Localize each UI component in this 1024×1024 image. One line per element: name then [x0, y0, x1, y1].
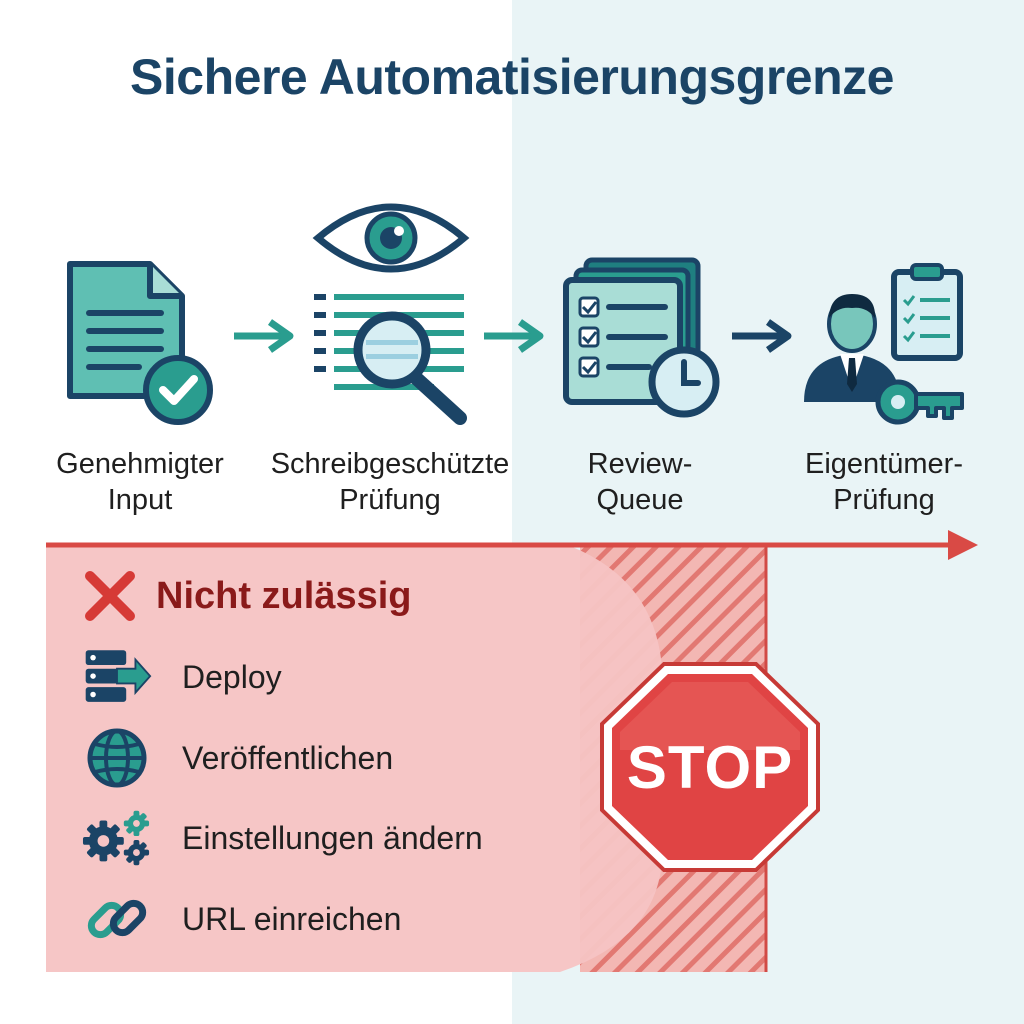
read-only-review-icon [312, 203, 470, 425]
approved-document-icon [67, 261, 213, 425]
forbidden-title: Nicht zulässig [156, 574, 412, 617]
forbidden-item-label: Deploy [182, 658, 282, 695]
forbidden-item-submit-url: URL einreichen [82, 887, 401, 951]
owner-review-icon [804, 263, 964, 425]
forbidden-header: Nicht zulässig [82, 568, 412, 624]
link-icon [87, 899, 147, 939]
server-deploy-icon [85, 650, 152, 702]
forbidden-item-deploy: Deploy [82, 645, 282, 709]
flow-arrow-2 [484, 319, 544, 353]
x-icon [85, 571, 135, 621]
stop-sign-icon [600, 662, 820, 872]
forbidden-item-settings: Einstellungen ändern [82, 806, 483, 870]
forbidden-item-label: URL einreichen [182, 900, 402, 937]
forbidden-item-publish: Veröffentlichen [82, 726, 393, 790]
flow-arrow-3 [732, 319, 792, 353]
page-title: Sichere Automatisierungsgrenze [130, 49, 894, 105]
forbidden-item-label: Veröffentlichen [182, 739, 394, 776]
step-label-owner-review: Eigentümer-Prüfung [805, 448, 963, 516]
review-queue-icon [563, 257, 720, 418]
flow-arrow-1 [234, 319, 294, 353]
step-label-review-queue: Review-Queue [587, 448, 693, 516]
forbidden-item-label: Einstellungen ändern [182, 819, 483, 856]
stop-label: STOP [626, 733, 794, 801]
globe-icon [87, 728, 147, 788]
gears-icon [82, 810, 150, 866]
